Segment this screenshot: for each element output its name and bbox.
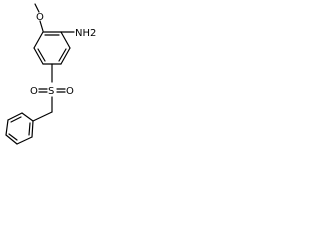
- bond-ring-double-3: [37, 48, 46, 62]
- bond-methyl-o: [34, 3, 40, 13]
- bond-phenyl-4: [5, 134, 18, 145]
- bond-ch2-phenyl: [32, 111, 53, 122]
- amine-label: NH2: [75, 28, 96, 39]
- bond-phenyl-2: [7, 112, 23, 121]
- atom-labels: O NH2 O S O: [30, 12, 96, 97]
- bond-phenyl-double-3: [8, 133, 18, 141]
- bonds: [5, 3, 75, 145]
- chemical-structure: O NH2 O S O: [5, 3, 96, 145]
- bond-ring-3: [60, 47, 71, 65]
- bond-ring-2: [60, 31, 71, 49]
- bond-ring-6: [33, 31, 44, 49]
- bond-phenyl-1: [21, 112, 34, 122]
- sulfonyl-oxygen-right-label: O: [66, 86, 74, 97]
- bond-phenyl-double-2: [10, 116, 22, 123]
- bond-o-ring: [39, 20, 44, 32]
- bond-phenyl-3: [5, 119, 9, 136]
- bond-phenyl-double-1: [28, 122, 31, 136]
- bond-phenyl-6: [31, 120, 34, 138]
- methoxy-oxygen-label: O: [36, 12, 44, 23]
- sulfonyl-oxygen-left-label: O: [30, 86, 38, 97]
- bond-ring-5: [33, 47, 44, 65]
- sulfur-label: S: [48, 86, 54, 97]
- bond-phenyl-5: [16, 136, 33, 145]
- bond-ring-double-2: [58, 48, 67, 62]
